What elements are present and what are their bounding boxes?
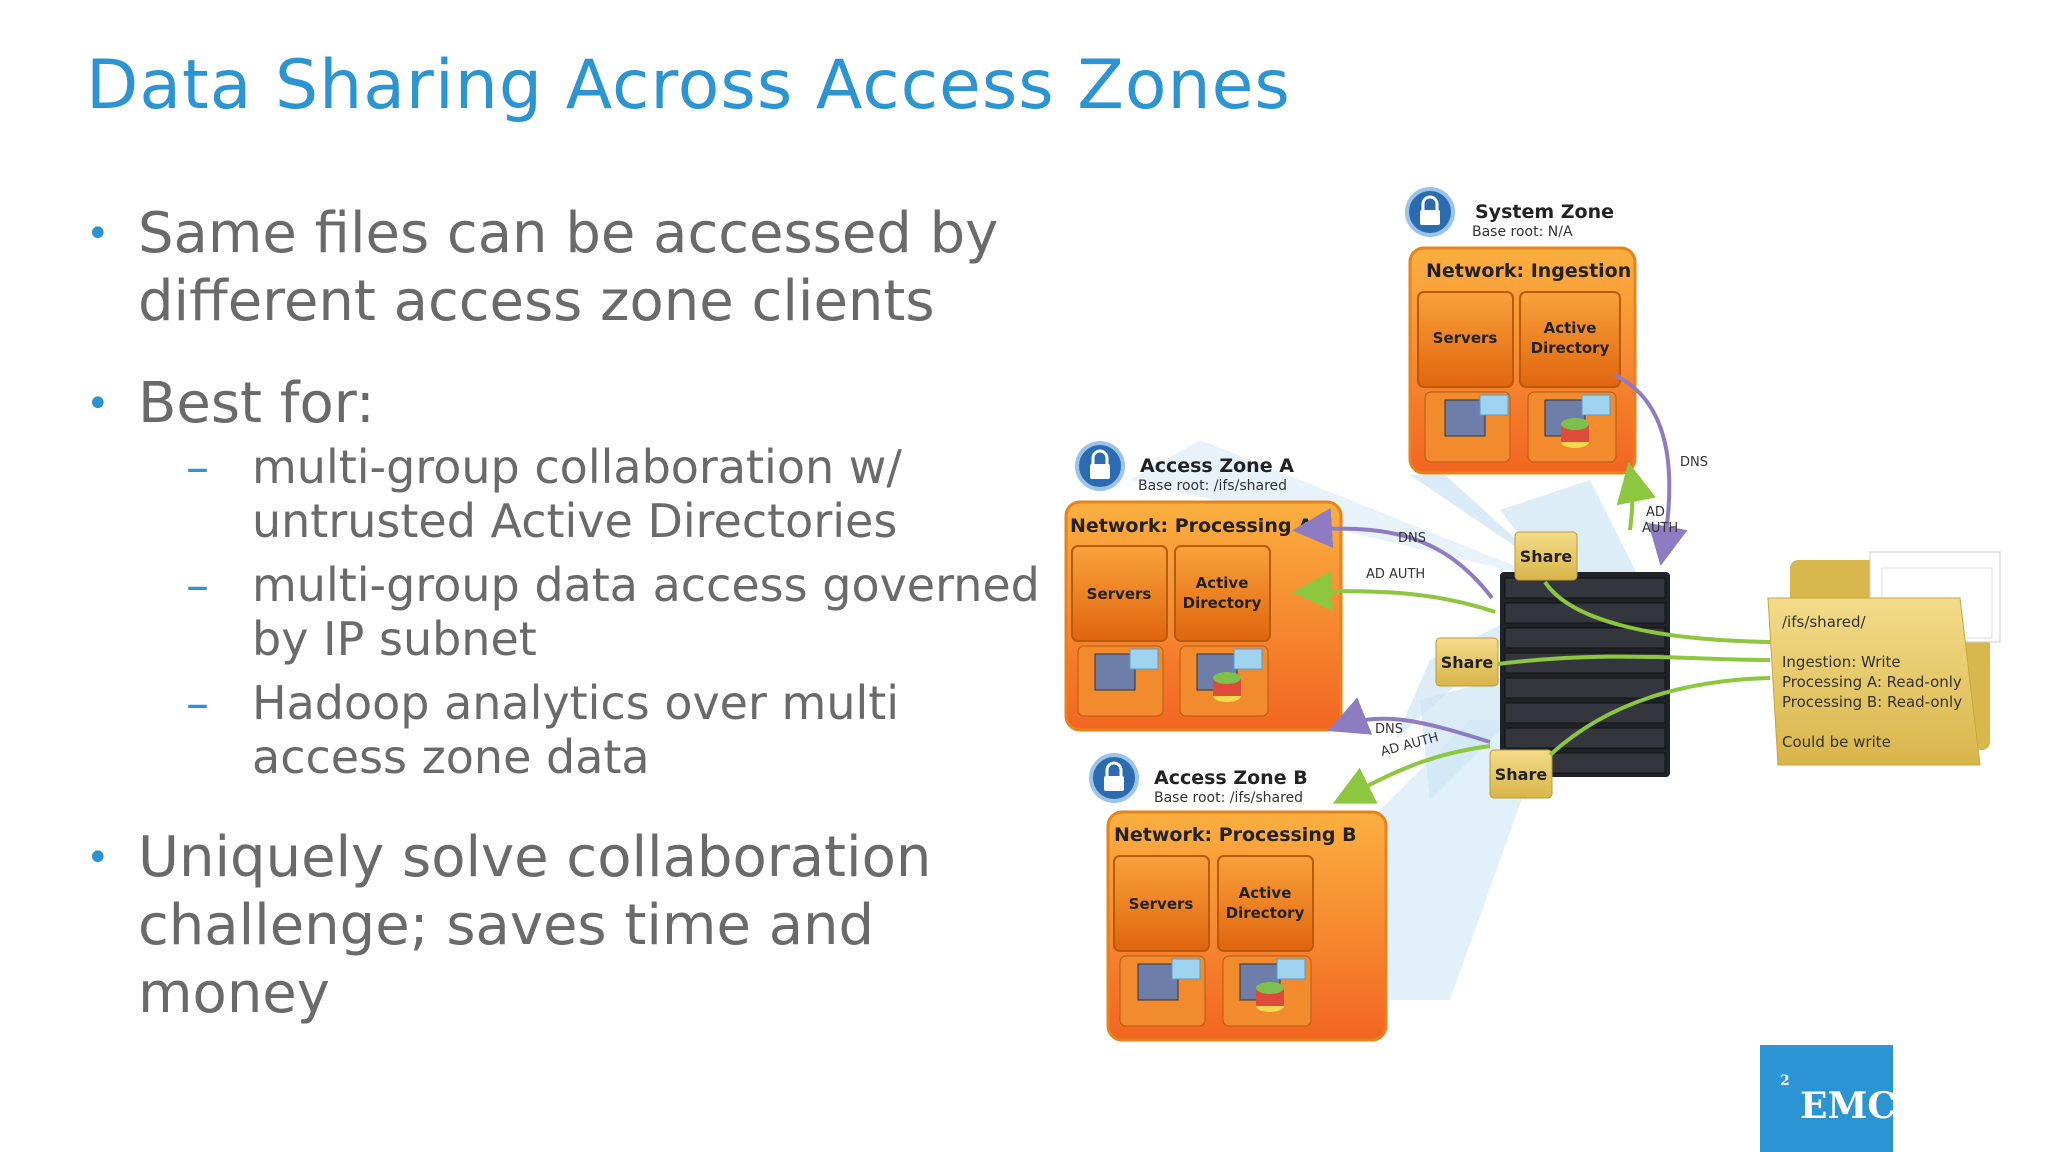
slide-title: Data Sharing Across Access Zones [86,46,1291,125]
bullet-item: • Uniquely solve collaboration challenge;… [86,824,1046,1028]
ad-auth-arrow [1616,462,1656,531]
active-directory-box [1519,291,1621,388]
zone-b-name: Access Zone B [1154,767,1308,789]
server-icon [1137,963,1179,1001]
dns-arrow [1327,697,1491,744]
dns-label: DNS [1398,531,1426,546]
zone-b-network: Network: Processing B [1114,824,1357,846]
active-directory-label: Directory [1226,904,1305,922]
sub-bullet-item: –Hadoop analytics over multi access zone… [86,676,1046,784]
sub-bullet-text: multi-group collaboration w/ untrusted A… [252,440,902,548]
ad-auth-arrow [1332,744,1491,804]
bullet-list: • Same files can be accessed by different… [86,200,1046,1062]
access-zone-a: Access Zone A Base root: /ifs/shared Net… [1064,441,1343,732]
sub-bullet-text: multi-group data access governed by IP s… [252,558,1040,666]
folder-permission-processing-b: Processing B: Read-only [1782,693,1962,711]
bullet-text: Uniquely solve collaboration challenge; … [138,825,932,1026]
access-zone-b: Access Zone B Base root: /ifs/shared Net… [1089,753,1388,1042]
folder-path: /ifs/shared/ [1782,613,1866,631]
zone-a-network: Network: Processing A [1070,515,1313,537]
storage-cluster-icon [1500,572,1670,777]
bullet-text: Same files can be accessed by different … [138,201,999,334]
bullet-item: • Same files can be accessed by different… [86,200,1046,336]
bullet-item: • Best for: [86,370,1046,438]
share-label: Share [1495,765,1548,784]
sub-bullet-dash: – [186,558,209,612]
access-zone-diagram: System Zone Base root: N/A Network: Inge… [1050,180,2040,1060]
folder-note: Could be write [1782,733,1891,751]
folder-permission-ingestion: Ingestion: Write [1782,653,1901,671]
ad-auth-arrow [1292,571,1496,614]
bullet-dot: • [86,835,110,881]
servers-label: Servers [1433,329,1498,347]
sub-bullet-text: Hadoop analytics over multi access zone … [252,676,900,784]
ad-auth-label: AD AUTH [1366,567,1425,582]
share-label: Share [1520,547,1573,566]
servers-label: Servers [1129,895,1194,913]
sub-bullet-dash: – [186,676,209,730]
sub-bullet-item: –multi-group data access governed by IP … [86,558,1046,666]
servers-label: Servers [1087,585,1152,603]
servers-box [1417,291,1514,388]
dns-arrow [1614,373,1688,566]
active-directory-label: Directory [1183,594,1262,612]
dns-arrow [1292,508,1494,600]
share-label: Share [1441,653,1494,672]
sub-bullet-dash: – [186,440,209,494]
server-icon [1094,653,1136,691]
ad-label: AD [1646,505,1665,520]
zone-a-base-root: Base root: /ifs/shared [1138,478,1287,494]
auth-label: AUTH [1642,521,1678,536]
dns-label: DNS [1680,455,1708,470]
zone-a-name: Access Zone A [1140,455,1294,477]
active-directory-label: Active [1544,319,1597,337]
sub-bullet-list: –multi-group collaboration w/ untrusted … [86,440,1046,784]
system-zone-name: System Zone [1475,201,1614,223]
system-zone-network: Network: Ingestion [1426,260,1631,282]
bullet-dot: • [86,381,110,427]
dns-label: DNS [1375,722,1403,737]
bullet-text: Best for: [138,371,375,436]
bullet-dot: • [86,211,110,257]
active-directory-label: Active [1196,574,1249,592]
active-directory-label: Directory [1531,339,1610,357]
system-zone: System Zone Base root: N/A Network: Inge… [1405,187,1637,475]
share-icon: Share [1489,749,1553,799]
server-icon [1444,399,1486,437]
system-zone-base-root: Base root: N/A [1472,224,1573,240]
share-icon: Share [1435,637,1499,687]
sub-bullet-item: –multi-group collaboration w/ untrusted … [86,440,1046,548]
folder-permission-processing-a: Processing A: Read-only [1782,673,1962,691]
active-directory-label: Active [1239,884,1292,902]
zone-b-base-root: Base root: /ifs/shared [1154,790,1303,806]
share-icon: Share [1514,531,1578,581]
shared-folder-icon: /ifs/shared/ Ingestion: Write Processing… [1767,551,2001,766]
